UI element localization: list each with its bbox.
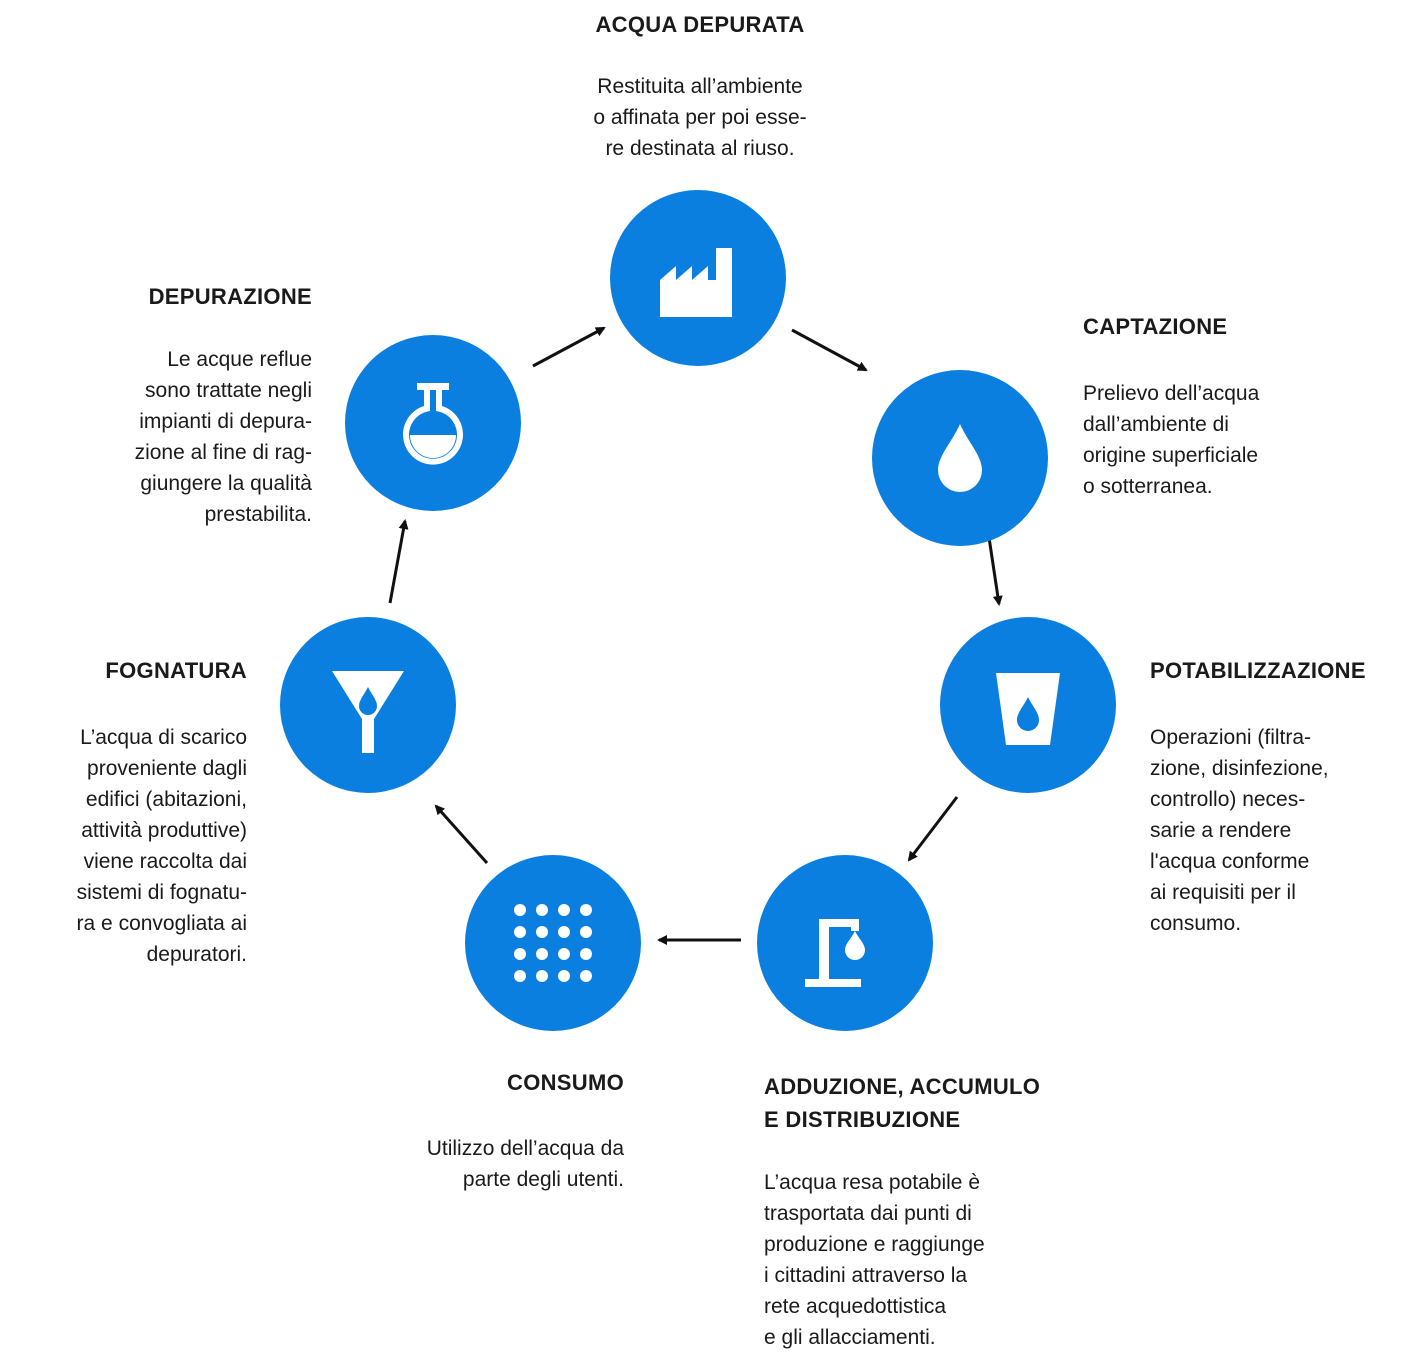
- grid-dot: [580, 948, 592, 960]
- consumo-title: CONSUMO: [507, 1070, 624, 1095]
- grid-dot: [514, 926, 526, 938]
- potabilizzazione-text: Operazioni (filtra- zione, disinfezione,…: [1150, 726, 1329, 935]
- fognatura-title: FOGNATURA: [105, 658, 247, 683]
- grid-dot: [580, 970, 592, 982]
- grid-dot: [558, 904, 570, 916]
- captazione-title: CAPTAZIONE: [1083, 314, 1228, 339]
- grid-dot: [514, 948, 526, 960]
- consumo-node: [465, 855, 641, 1031]
- arrow-fognatura-to-depurazione: [388, 519, 409, 604]
- acqua-depurata-text: Restituita all’ambiente o affinata per p…: [593, 75, 807, 160]
- grid-dot: [558, 970, 570, 982]
- grid-dot: [558, 926, 570, 938]
- potabilizzazione-node: [940, 617, 1116, 793]
- captazione-node: [872, 370, 1048, 546]
- adduzione-node: [757, 855, 933, 1031]
- depurazione-node: [345, 335, 521, 511]
- adduzione-title: ADDUZIONE, ACCUMULO E DISTRIBUZIONE: [764, 1074, 1041, 1132]
- fognatura-text: L’acqua di scarico proveniente dagli edi…: [76, 726, 247, 966]
- funnel-icon: [332, 671, 404, 753]
- water-glass-icon: [996, 673, 1060, 745]
- arrow-depurazione-to-acqua-depurata: [532, 326, 606, 368]
- depurazione-text: Le acque reflue sono trattate negli impi…: [134, 348, 312, 526]
- acqua-depurata-title: ACQUA DEPURATA: [595, 12, 805, 37]
- grid-dot: [514, 904, 526, 916]
- grid-dot: [536, 948, 548, 960]
- grid-dot: [536, 926, 548, 938]
- depurazione-title: DEPURAZIONE: [148, 284, 312, 309]
- arrow-acqua-depurata-to-captazione: [791, 328, 868, 372]
- tap-stand-icon: [805, 919, 865, 987]
- fognatura-node: [280, 617, 456, 793]
- flask-icon: [403, 383, 463, 465]
- dot-grid-icon: [514, 904, 592, 982]
- consumo-text: Utilizzo dell’acqua da parte degli utent…: [426, 1137, 624, 1191]
- captazione-text: Prelievo dell’acqua dall’ambiente di ori…: [1083, 382, 1260, 498]
- grid-dot: [558, 948, 570, 960]
- arrow-potabilizzazione-to-adduzione: [907, 796, 959, 862]
- grid-dot: [580, 904, 592, 916]
- adduzione-text: L’acqua resa potabile è trasportata dai …: [764, 1171, 985, 1349]
- grid-dot: [536, 970, 548, 982]
- grid-dot: [536, 904, 548, 916]
- potabilizzazione-title: POTABILIZZAZIONE: [1150, 658, 1366, 683]
- arrow-consumo-to-fognatura: [434, 804, 489, 865]
- acqua-depurata-node: [610, 190, 786, 366]
- grid-dot: [580, 926, 592, 938]
- factory-icon: [660, 248, 732, 317]
- grid-dot: [514, 970, 526, 982]
- water-drop-icon: [938, 424, 982, 492]
